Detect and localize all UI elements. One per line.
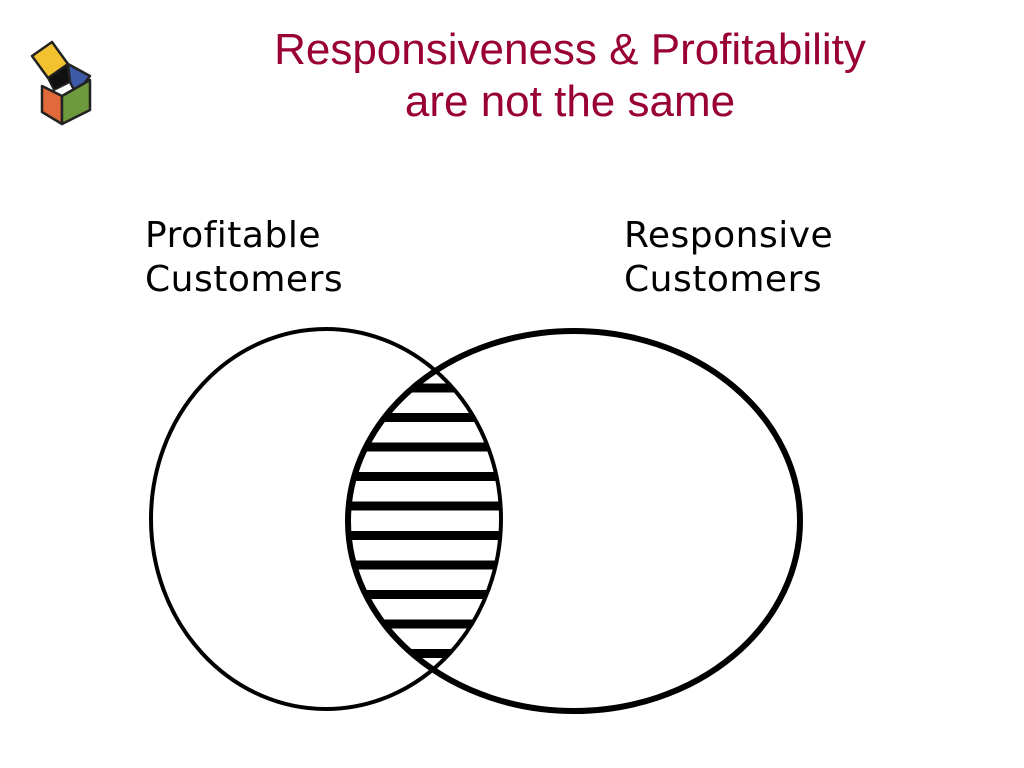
hatch-stripe: [348, 501, 501, 511]
slide-title-line-1: Responsiveness & Profitability: [274, 25, 866, 74]
hatch-stripe: [348, 590, 501, 599]
open-box-icon: [30, 40, 92, 126]
responsive-label-line-2: Customers: [624, 259, 823, 300]
hatch-stripe: [348, 531, 501, 540]
hatch-stripe: [348, 678, 501, 688]
hatch-stripe: [348, 649, 501, 658]
profitable-label-line-1: Profitable: [145, 215, 321, 256]
responsive-customers-circle: [345, 328, 803, 714]
profitable-label-line-2: Customers: [145, 259, 344, 300]
overlap-region: [348, 354, 501, 688]
hatch-stripe: [348, 472, 501, 481]
hatch-stripe: [348, 383, 501, 393]
slide-title: Responsiveness & Profitability are not t…: [180, 24, 960, 128]
hatch-stripe: [348, 354, 501, 363]
responsive-label-line-1: Responsive: [624, 215, 834, 256]
hatch-stripe: [348, 560, 501, 570]
slide-title-line-2: are not the same: [404, 77, 736, 126]
logo-green-face: [60, 78, 92, 126]
hatch-stripe: [348, 413, 501, 422]
profitable-customers-circle: [149, 327, 503, 711]
profitable-customers-label: Profitable Customers: [145, 214, 343, 302]
hatch-stripe: [348, 619, 501, 629]
responsive-customers-label: Responsive Customers: [624, 214, 833, 302]
hatch-stripe: [348, 442, 501, 452]
